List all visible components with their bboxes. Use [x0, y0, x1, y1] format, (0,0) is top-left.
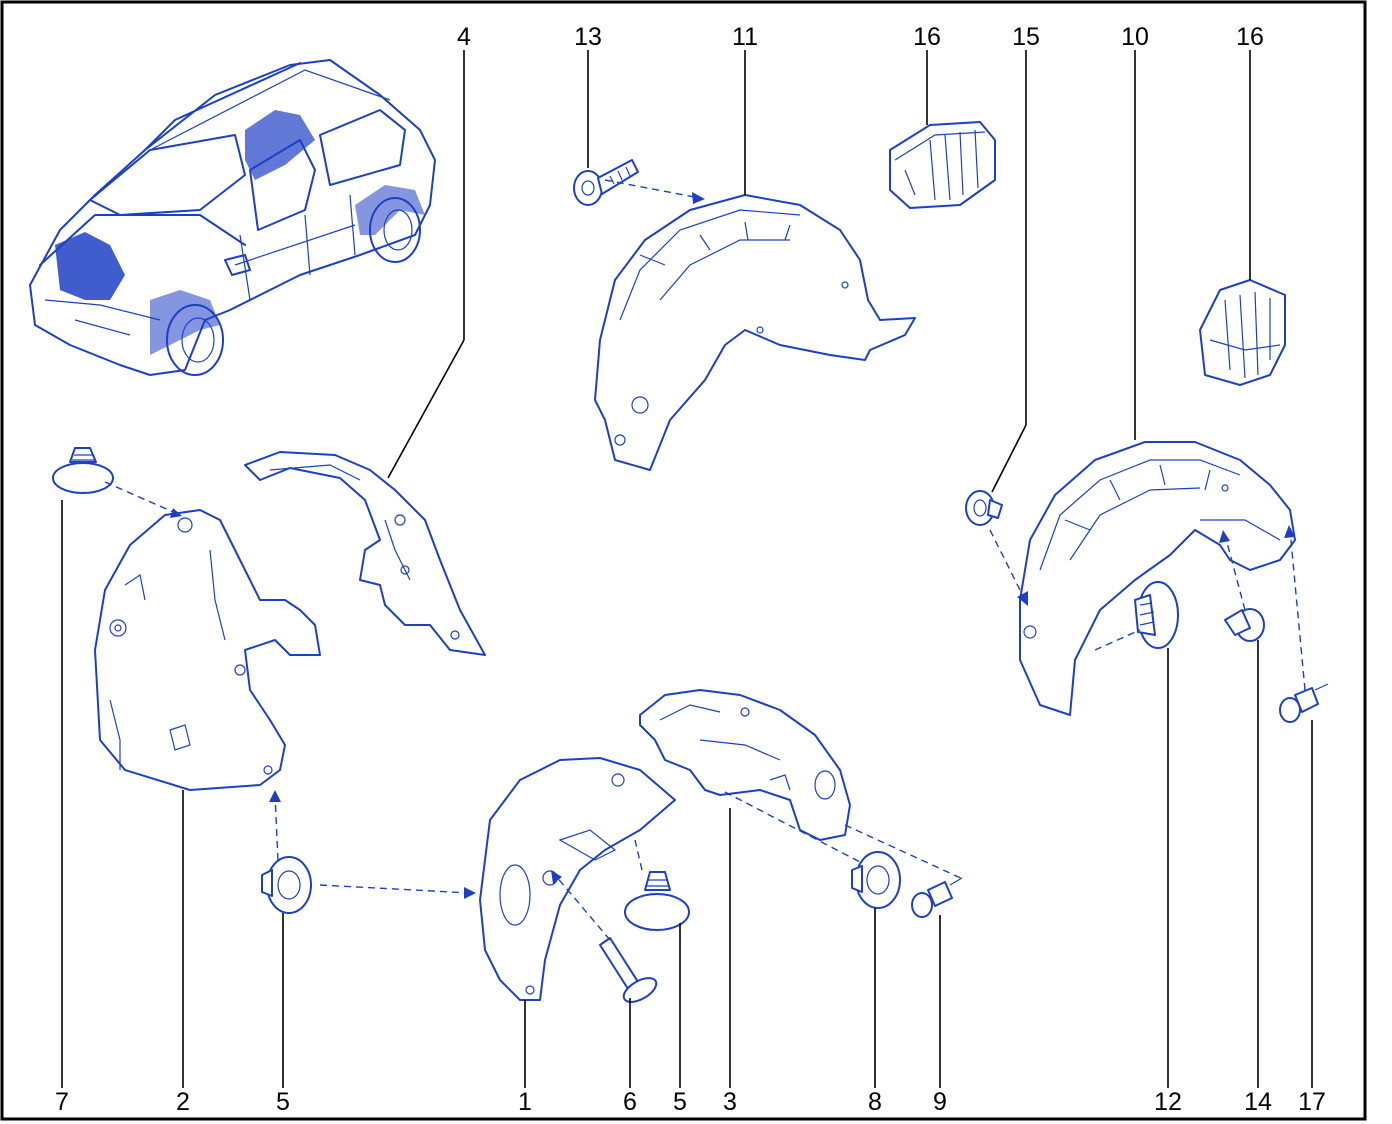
part-5-clip-left: [261, 856, 312, 914]
part-15-clip: [965, 490, 1003, 526]
part-2-front-liner: [94, 509, 321, 791]
part-16-vent-grille-side: [1199, 279, 1286, 386]
callout-9: 9: [933, 1088, 947, 1116]
vehicle-overview: [29, 59, 436, 376]
leader-lines: [61, 50, 1313, 1088]
callout-14: 14: [1244, 1088, 1272, 1116]
part-12-clip: [1134, 581, 1179, 649]
callout-13: 13: [574, 23, 602, 51]
callout-12: 12: [1154, 1088, 1182, 1116]
part-4-front-liner-upper: [244, 451, 486, 656]
callout-11: 11: [732, 23, 758, 51]
part-16-vent-grille-top: [889, 121, 996, 209]
part-7-clip: [52, 447, 114, 494]
part-14-clip: [1224, 608, 1265, 642]
part-10-rear-liner: [1019, 441, 1296, 716]
part-17-fastener: [1279, 683, 1329, 723]
part-1-front-liner-rear: [479, 757, 676, 1001]
part-9-fastener: [911, 877, 963, 918]
callout-4: 4: [457, 23, 471, 51]
part-11-rear-liner: [594, 194, 916, 471]
diagram-border: [0, 0, 1367, 1121]
callout-6: 6: [623, 1088, 637, 1116]
callout-1: 1: [518, 1088, 532, 1116]
assembly-lines: [104, 179, 1306, 941]
callout-16-top: 16: [913, 23, 941, 51]
callout-8: 8: [868, 1088, 882, 1116]
part-8-clip: [851, 851, 901, 909]
callout-16-side: 16: [1236, 23, 1264, 51]
callout-3: 3: [723, 1088, 737, 1116]
part-6-screw: [599, 937, 658, 1003]
callout-2: 2: [176, 1088, 190, 1116]
part-3-front-liner-lower: [639, 689, 851, 841]
part-13-screw: [573, 159, 639, 206]
callout-5-middle: 5: [673, 1088, 687, 1116]
callout-17: 17: [1298, 1088, 1326, 1116]
callout-5-left: 5: [276, 1088, 290, 1116]
part-5-clip-middle: [624, 871, 690, 931]
callout-15: 15: [1012, 23, 1040, 51]
callout-10: 10: [1121, 23, 1149, 51]
callout-7: 7: [55, 1088, 69, 1116]
